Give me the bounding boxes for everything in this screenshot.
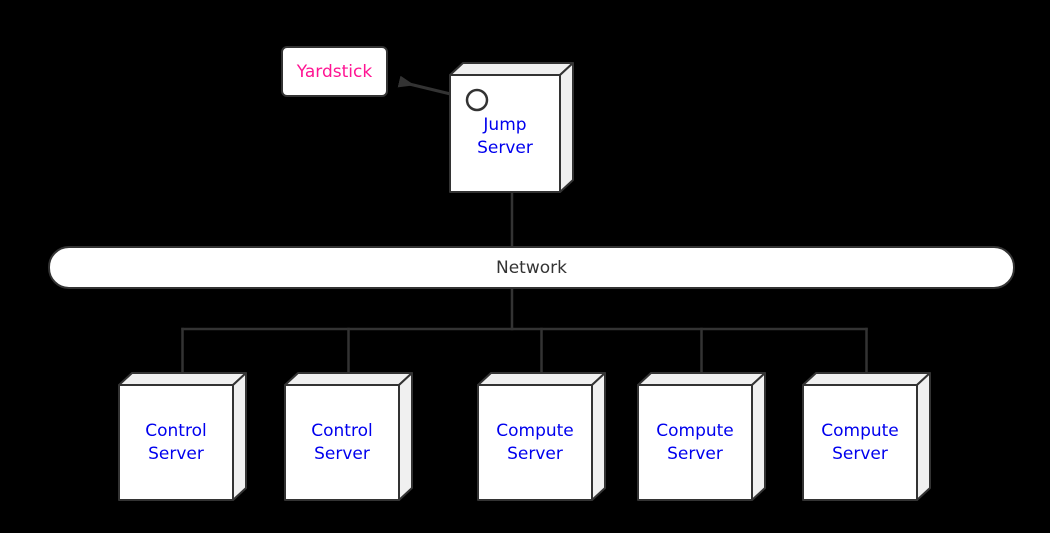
network-label: Network <box>496 257 567 278</box>
control-server-2-node <box>284 372 413 501</box>
control-server-1-top-face <box>118 372 247 386</box>
compute-server-3-front-face <box>802 384 918 501</box>
jump-server-top-face <box>449 62 574 76</box>
compute-server-2-node <box>637 372 766 501</box>
compute-server-1-top-face <box>477 372 606 386</box>
compute-server-2-front-face <box>637 384 753 501</box>
connector-edges <box>181 190 868 376</box>
control-server-2-side-face <box>398 372 413 501</box>
compute-server-1-node <box>477 372 606 501</box>
compute-server-3-side-face <box>916 372 931 501</box>
control-server-1-front-face <box>118 384 234 501</box>
compute-server-1-side-face <box>591 372 606 501</box>
yardstick-node: Yardstick <box>281 46 388 97</box>
control-server-1-node <box>118 372 247 501</box>
compute-server-3-node <box>802 372 931 501</box>
control-server-1-side-face <box>232 372 247 501</box>
yardstick-label: Yardstick <box>296 61 373 82</box>
jump-server-node <box>449 62 574 193</box>
jump-server-front-face <box>449 74 561 193</box>
compute-server-3-top-face <box>802 372 931 386</box>
jump-server-side-face <box>559 62 574 193</box>
network-node: Network <box>48 246 1015 289</box>
control-server-2-top-face <box>284 372 413 386</box>
compute-server-2-side-face <box>751 372 766 501</box>
control-server-2-front-face <box>284 384 400 501</box>
compute-server-1-front-face <box>477 384 593 501</box>
connection-port-circle-icon <box>465 88 489 112</box>
compute-server-2-top-face <box>637 372 766 386</box>
